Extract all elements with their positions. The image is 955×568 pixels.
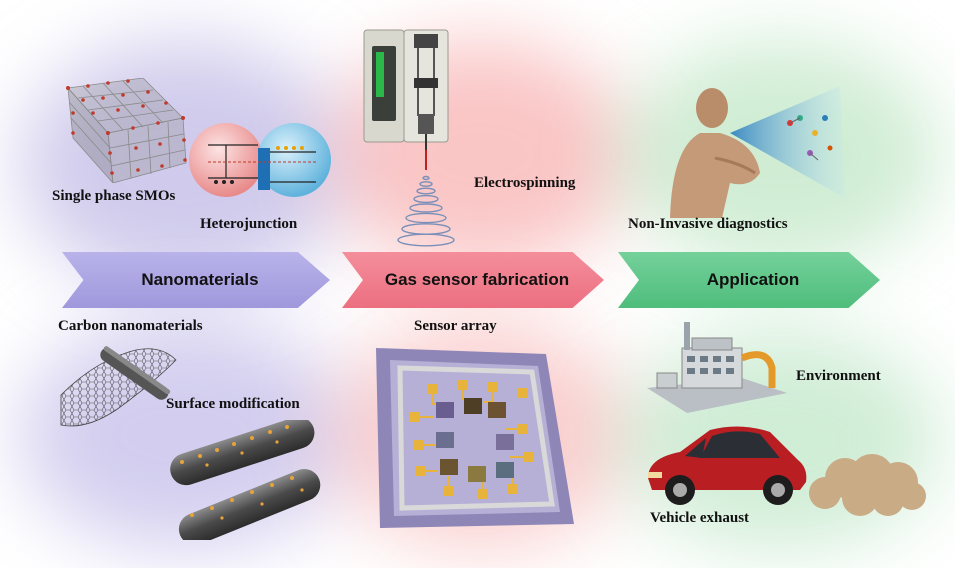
stage-arrow-gas-sensor-fabrication: Gas sensor fabrication (342, 252, 604, 308)
non-invasive-diagnostics-label: Non-Invasive diagnostics (628, 216, 788, 232)
stage-label-application: Application (706, 270, 800, 289)
single-phase-smos-label: Single phase SMOs (52, 188, 176, 204)
stage-arrow-nanomaterials: Nanomaterials (62, 252, 330, 308)
human-breath-icon (670, 86, 845, 218)
nanofiber-rods-icon (170, 420, 321, 540)
vehicle-exhaust-label: Vehicle exhaust (650, 510, 750, 526)
heterojunction-band-icon (189, 123, 331, 197)
stage-label-nanomaterials: Nanomaterials (141, 270, 259, 289)
surface-modification-label: Surface modification (166, 396, 300, 412)
environment-label: Environment (796, 368, 881, 384)
car-icon (648, 426, 807, 505)
fiber-coil-icon (397, 150, 455, 247)
electrospinning-label: Electrospinning (474, 175, 576, 191)
sensor-array-chip-icon (376, 348, 574, 528)
graphene-sheet-icon (60, 346, 177, 427)
sensor-array-label: Sensor array (414, 318, 497, 334)
syringe-pump-icon (363, 29, 449, 154)
crystal-lattice-icon (66, 78, 187, 183)
factory-icon (647, 322, 787, 413)
heterojunction-label: Heterojunction (200, 216, 298, 232)
stage-arrow-application: Application (618, 252, 880, 308)
carbon-nanomaterials-label: Carbon nanomaterials (58, 318, 203, 334)
stage-label-gas-sensor-fabrication: Gas sensor fabrication (384, 270, 570, 289)
exhaust-cloud-icon (809, 454, 926, 516)
